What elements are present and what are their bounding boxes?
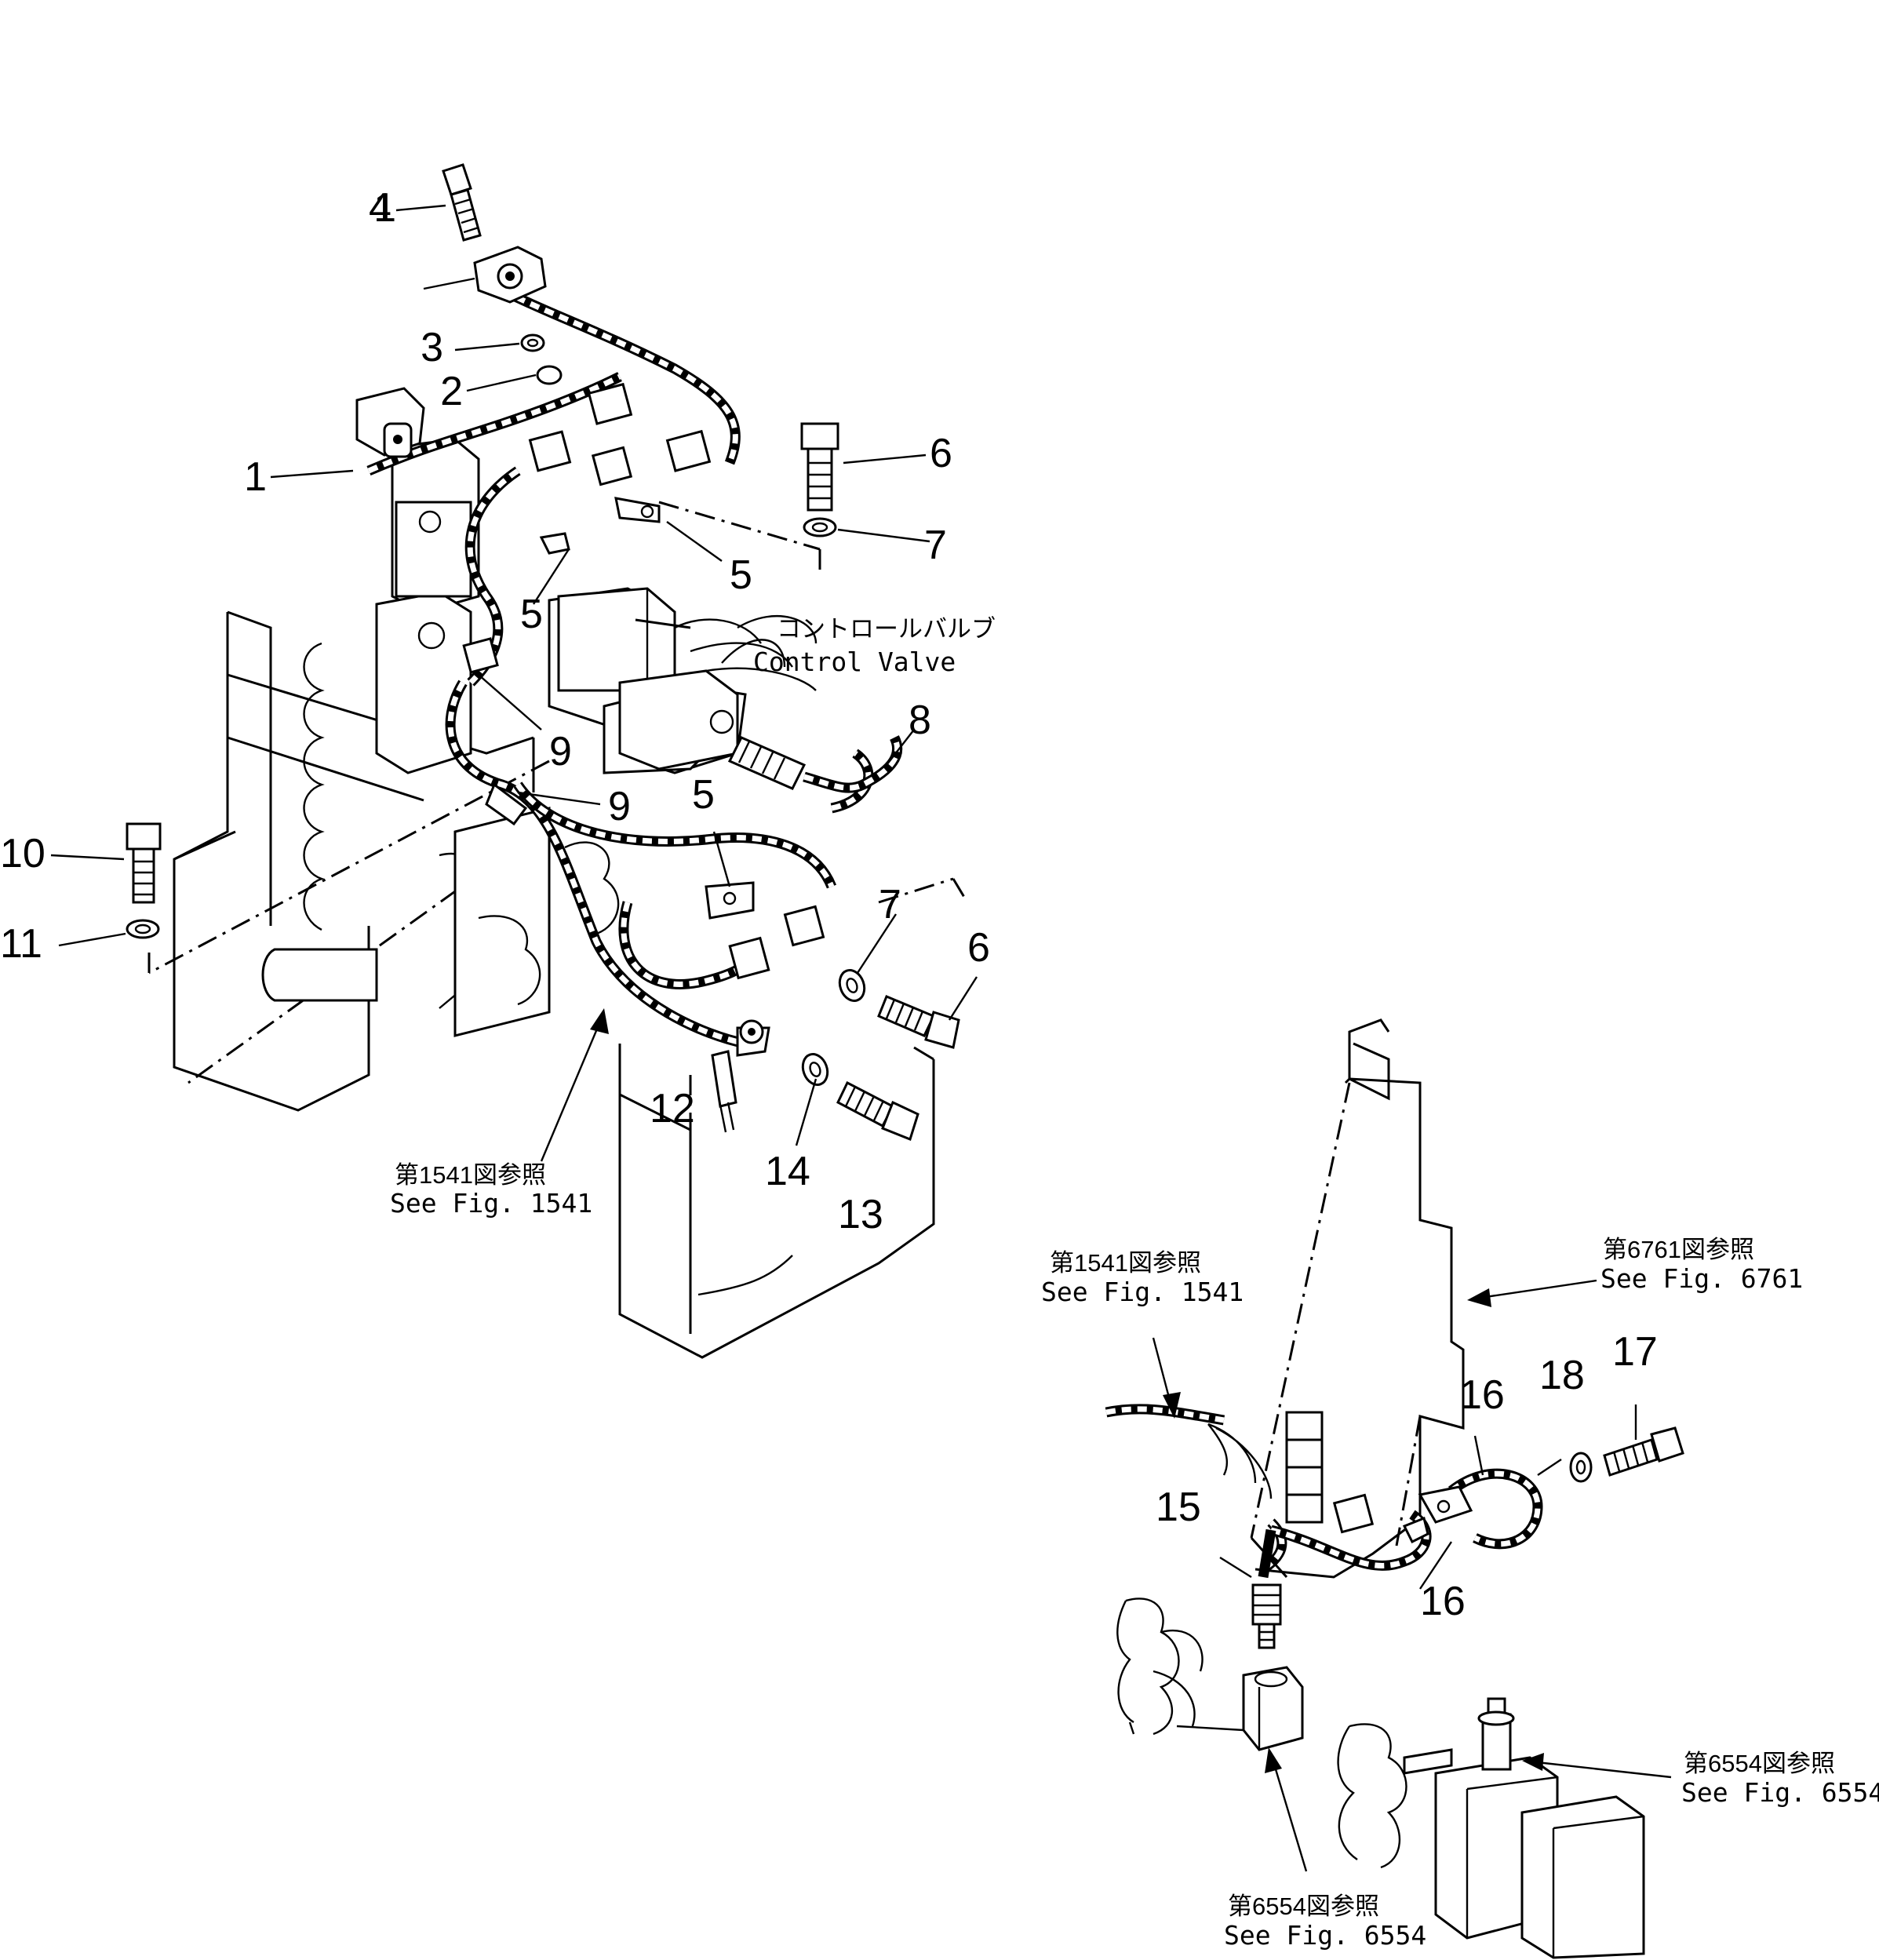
washer-7-lower [838, 969, 866, 1002]
bolt-4 [442, 163, 482, 242]
washer-14 [801, 1053, 829, 1086]
control-valve-label-jp: コントロールバルブ [777, 615, 996, 643]
ref-6554-right-en: See Fig. 6554 [1681, 1777, 1879, 1808]
callout-2: 2 [440, 369, 463, 414]
bolt-13 [836, 1080, 919, 1141]
solenoid-blocks [395, 501, 818, 771]
callout-1-lower: 1 [244, 454, 267, 500]
frame-structure [147, 501, 967, 1359]
ref-1541-left-jp: 第1541図参照 [395, 1161, 546, 1189]
pressure-switch-upper [473, 246, 547, 304]
callout-1-upper: 1 [373, 185, 396, 231]
pilot-valve-left [1116, 1598, 1304, 1751]
pressure-switch-left [355, 387, 425, 458]
pressure-switch-15 [1251, 1583, 1282, 1649]
ref-6554-bottom-jp: 第6554図参照 [1228, 1893, 1379, 1920]
callout-13: 13 [838, 1192, 883, 1237]
console-panel [1250, 1018, 1465, 1579]
washer-11 [126, 919, 160, 939]
figure-references: 第1541図参照 See Fig. 1541 第1541図参照 See Fig.… [390, 1161, 1879, 1951]
control-valve-label-en: Control Valve [753, 647, 956, 677]
callout-leaders-right [1152, 1279, 1672, 1872]
callout-5-c: 5 [692, 772, 715, 818]
ref-6761-jp: 第6761図参照 [1603, 1236, 1754, 1263]
washer-18 [1569, 1452, 1593, 1483]
callout-leaders [50, 204, 978, 1162]
bolt-6-lower [877, 995, 960, 1049]
connectors [462, 382, 825, 980]
callout-14: 14 [765, 1149, 810, 1194]
callout-6-lower: 6 [967, 925, 990, 971]
callout-11: 11 [0, 921, 42, 967]
control-valve-label: コントロールバルブ Control Valve [753, 615, 996, 677]
bolt-17 [1603, 1426, 1684, 1477]
ref-1541-left-en: See Fig. 1541 [390, 1188, 592, 1219]
callout-4: 4 [369, 185, 391, 231]
callout-9-lower: 9 [608, 784, 631, 829]
callout-labels: 1 1 2 3 4 5 5 5 6 6 7 7 8 9 9 10 11 12 1… [0, 185, 1658, 1624]
callout-7-lower: 7 [879, 882, 901, 927]
callout-17: 17 [1612, 1329, 1658, 1375]
callout-18: 18 [1539, 1353, 1585, 1398]
ref-6554-bottom-en: See Fig. 6554 [1224, 1920, 1426, 1951]
pilot-valve-right [1337, 1697, 1645, 1959]
callout-15: 15 [1156, 1485, 1201, 1530]
callout-5-b: 5 [520, 592, 543, 637]
callout-16-lower: 16 [1420, 1579, 1466, 1624]
sensor-12 [711, 1019, 764, 1133]
callout-9-upper: 9 [549, 729, 572, 774]
small-parts-2-3 [520, 333, 563, 385]
callout-16-upper: 16 [1459, 1372, 1505, 1418]
callout-8: 8 [909, 698, 931, 743]
ref-6761-en: See Fig. 6761 [1600, 1263, 1803, 1294]
terminal-block [1285, 1411, 1473, 1544]
bolt-6-upper [800, 422, 839, 512]
ref-6554-right-jp: 第6554図参照 [1684, 1750, 1835, 1777]
callout-5-a: 5 [730, 552, 752, 598]
ref-1541-right-en: See Fig. 1541 [1041, 1277, 1244, 1307]
bolt-10 [126, 822, 162, 904]
callout-12: 12 [650, 1086, 695, 1131]
callout-7-upper: 7 [924, 523, 947, 568]
callout-6-upper: 6 [930, 431, 952, 476]
washer-7-upper [803, 517, 837, 537]
ref-1541-right-jp: 第1541図参照 [1050, 1249, 1201, 1277]
pressure-switch-8 [727, 735, 903, 793]
callout-3: 3 [421, 325, 443, 370]
callout-10: 10 [0, 831, 46, 876]
